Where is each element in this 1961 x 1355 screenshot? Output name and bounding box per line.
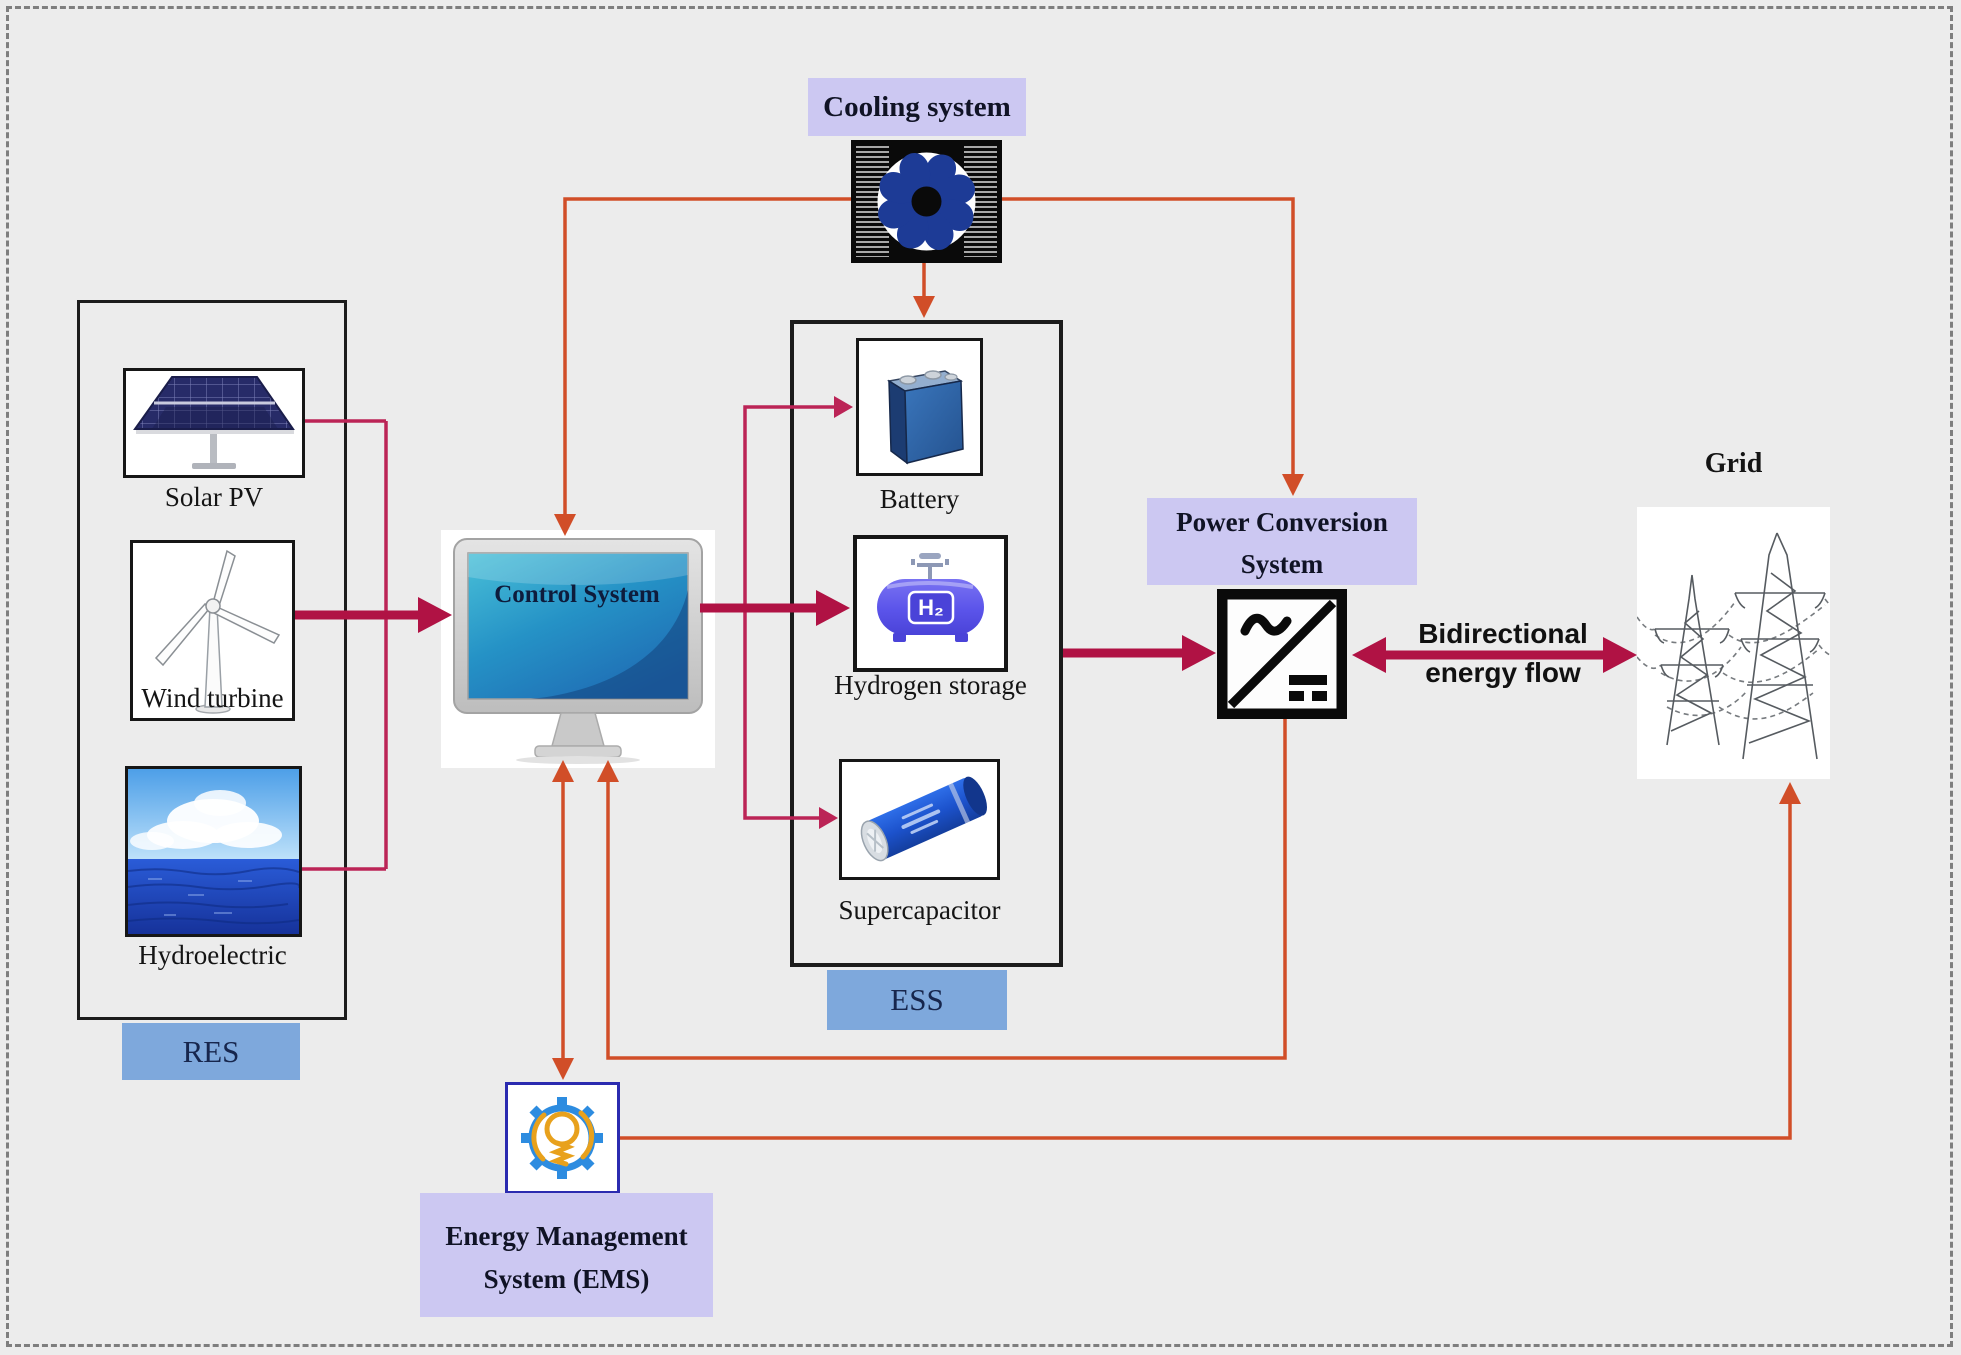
res-group-label: RES	[122, 1023, 300, 1080]
solar-label: Solar PV	[164, 482, 264, 512]
diagram-border	[6, 6, 1953, 1347]
wind-label: Wind turbine	[141, 683, 284, 713]
hydro-label: Hydroelectric	[138, 940, 287, 970]
bidirectional-label-line2: energy flow	[1425, 657, 1581, 688]
monitor-icon	[441, 530, 715, 768]
bidirectional-label-line1: Bidirectional	[1418, 618, 1588, 649]
supercapacitor-label: Supercapacitor	[838, 895, 1001, 925]
ess-group-label: ESS	[827, 970, 1007, 1030]
ocean-icon	[125, 766, 302, 937]
cooling-system-label-text: Cooling system	[823, 91, 1011, 123]
battery-label: Battery	[879, 484, 960, 514]
grid-label: Grid	[1704, 448, 1763, 479]
gear-bulb-icon	[505, 1082, 620, 1194]
transmission-towers-icon	[1637, 507, 1830, 779]
battery-icon	[856, 338, 983, 476]
wind-turbine-icon	[130, 540, 295, 721]
solar-panel-icon	[123, 368, 305, 478]
hydrogen-tank-icon: H₂	[853, 535, 1008, 672]
cooling-system-label: Cooling system	[808, 78, 1026, 136]
hydrogen-tank-text: H₂	[918, 595, 944, 620]
inverter-icon	[1217, 589, 1347, 719]
ems-label: Energy Management System (EMS)	[420, 1193, 713, 1317]
fan-icon	[851, 140, 1002, 263]
power-conversion-label: Power Conversion System	[1147, 498, 1417, 585]
control-system-label: Control System	[494, 581, 660, 608]
supercapacitor-icon	[839, 759, 1000, 880]
hydrogen-label: Hydrogen storage	[834, 670, 1027, 700]
